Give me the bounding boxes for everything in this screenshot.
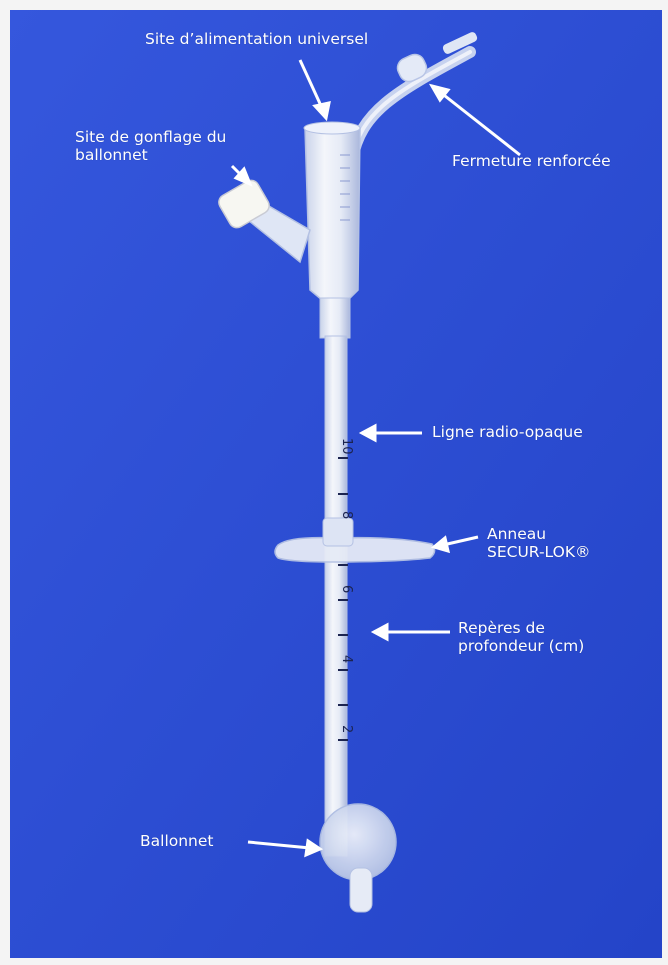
label-reinforced-closure-text: Fermeture renforcée xyxy=(452,152,611,170)
shaft xyxy=(325,336,347,856)
label-feeding-site: Site d’alimentation universel xyxy=(145,30,368,48)
label-balloon: Ballonnet xyxy=(140,832,214,850)
label-balloon-text: Ballonnet xyxy=(140,832,214,850)
label-depth-marks-line1: Repères de xyxy=(458,619,584,637)
label-radiopaque-line-text: Ligne radio-opaque xyxy=(432,423,583,441)
feeding-hub xyxy=(305,128,360,300)
tip xyxy=(350,868,372,912)
label-radiopaque-line: Ligne radio-opaque xyxy=(432,423,583,441)
label-depth-marks: Repères de profondeur (cm) xyxy=(458,619,584,655)
label-inflation-site: Site de gonflage du ballonnet xyxy=(75,128,226,164)
depth-number: 2 xyxy=(339,725,354,733)
label-secur-lok-ring: Anneau SECUR-LOK® xyxy=(487,525,590,561)
secur-lok-ring xyxy=(275,538,435,562)
label-reinforced-closure: Fermeture renforcée xyxy=(452,152,611,170)
depth-number: 4 xyxy=(339,655,354,663)
label-inflation-site-line2: ballonnet xyxy=(75,146,226,164)
label-depth-marks-line2: profondeur (cm) xyxy=(458,637,584,655)
label-ring-line1: Anneau xyxy=(487,525,590,543)
label-feeding-site-text: Site d’alimentation universel xyxy=(145,30,368,48)
label-ring-line2: SECUR-LOK® xyxy=(487,543,590,561)
depth-number: 6 xyxy=(339,585,354,593)
label-inflation-site-line1: Site de gonflage du xyxy=(75,128,226,146)
depth-number: 8 xyxy=(339,511,354,519)
depth-number: 10 xyxy=(339,438,354,455)
